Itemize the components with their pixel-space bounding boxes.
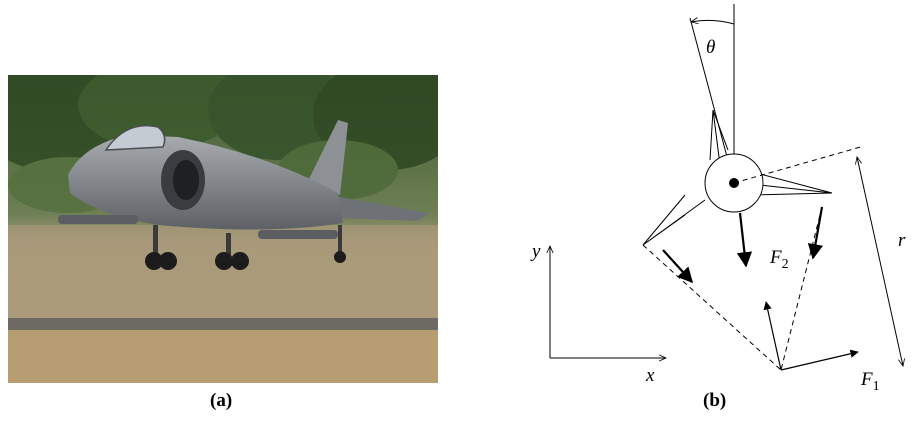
aircraft-photo [8, 75, 438, 383]
grass-foreground [8, 330, 438, 383]
r-dimension-arrow [857, 157, 903, 366]
thrust-arrows [662, 206, 824, 284]
runway-strip [8, 318, 438, 330]
thrust-arrow-right [807, 206, 824, 260]
aircraft-silhouette [58, 120, 428, 270]
y-axis-label: y [530, 241, 541, 262]
force-diagram: θ F1 F2 r [480, 0, 912, 421]
dashed-construction-lines [642, 145, 865, 371]
f1-label: F1 [860, 369, 880, 394]
r-label: r [898, 230, 906, 251]
panel-a-caption: (a) [210, 390, 233, 411]
thrust-arrow-left [662, 249, 694, 284]
f2-label: F2 [769, 247, 789, 272]
dusty-field [8, 225, 438, 320]
theta-label: θ [706, 37, 715, 58]
force-f1-arrow [780, 349, 859, 371]
x-axis-label: x [645, 365, 655, 386]
force-f2-arrow [763, 301, 782, 371]
panel-b-caption: (b) [703, 390, 727, 411]
theta-arc [691, 20, 735, 25]
thrust-arrow-center [736, 212, 753, 268]
